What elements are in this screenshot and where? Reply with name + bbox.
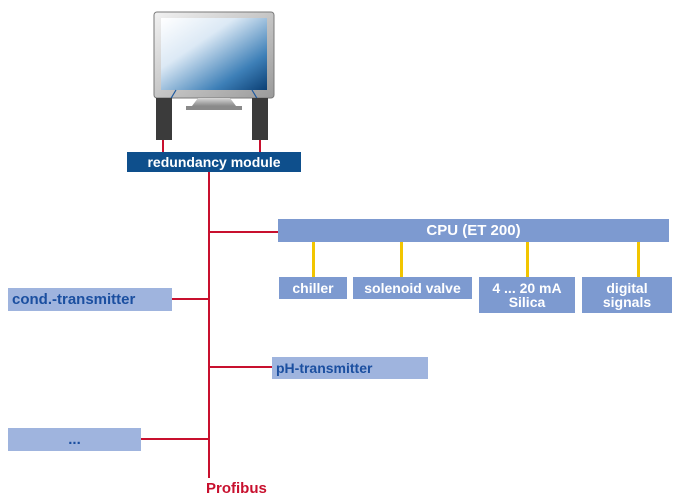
io-module-silica: 4 ... 20 mA Silica [479, 277, 575, 313]
io-module-label: 4 ... 20 mA Silica [492, 280, 562, 310]
io-link-silica [526, 242, 529, 277]
bus-branch-ellipsis [141, 438, 209, 440]
monitor-icon [153, 11, 275, 110]
ph-transmitter-label: pH-transmitter [276, 360, 373, 376]
cond-transmitter: cond.-transmitter [8, 288, 172, 311]
redundancy-module: redundancy module [127, 152, 301, 172]
further-devices-label: ... [68, 431, 81, 448]
redundant-power-supply-icon [156, 98, 268, 140]
unit-link-left [162, 140, 164, 152]
profibus-bus-line [208, 172, 210, 478]
bus-branch-cpu [209, 231, 279, 233]
unit-link-right [259, 140, 261, 152]
ph-transmitter: pH-transmitter [272, 357, 428, 379]
bus-branch-cond [172, 298, 209, 300]
io-link-solenoid [400, 242, 403, 277]
profibus-label: Profibus [206, 480, 267, 497]
io-module-solenoid-valve: solenoid valve [353, 277, 472, 299]
io-module-label: digital signals [602, 280, 652, 310]
further-devices-node: ... [8, 428, 141, 451]
cond-transmitter-label: cond.-transmitter [12, 291, 136, 308]
io-link-chiller [312, 242, 315, 277]
redundancy-module-label: redundancy module [147, 154, 281, 170]
cpu-label: CPU (ET 200) [426, 222, 521, 239]
profibus-label-text: Profibus [206, 480, 267, 497]
cpu-et200: CPU (ET 200) [278, 219, 669, 242]
bus-branch-ph [209, 366, 272, 368]
io-module-chiller: chiller [279, 277, 347, 299]
io-link-digital [637, 242, 640, 277]
io-module-label: solenoid valve [364, 279, 461, 296]
io-module-digital-signals: digital signals [582, 277, 672, 313]
io-module-label: chiller [292, 279, 334, 296]
